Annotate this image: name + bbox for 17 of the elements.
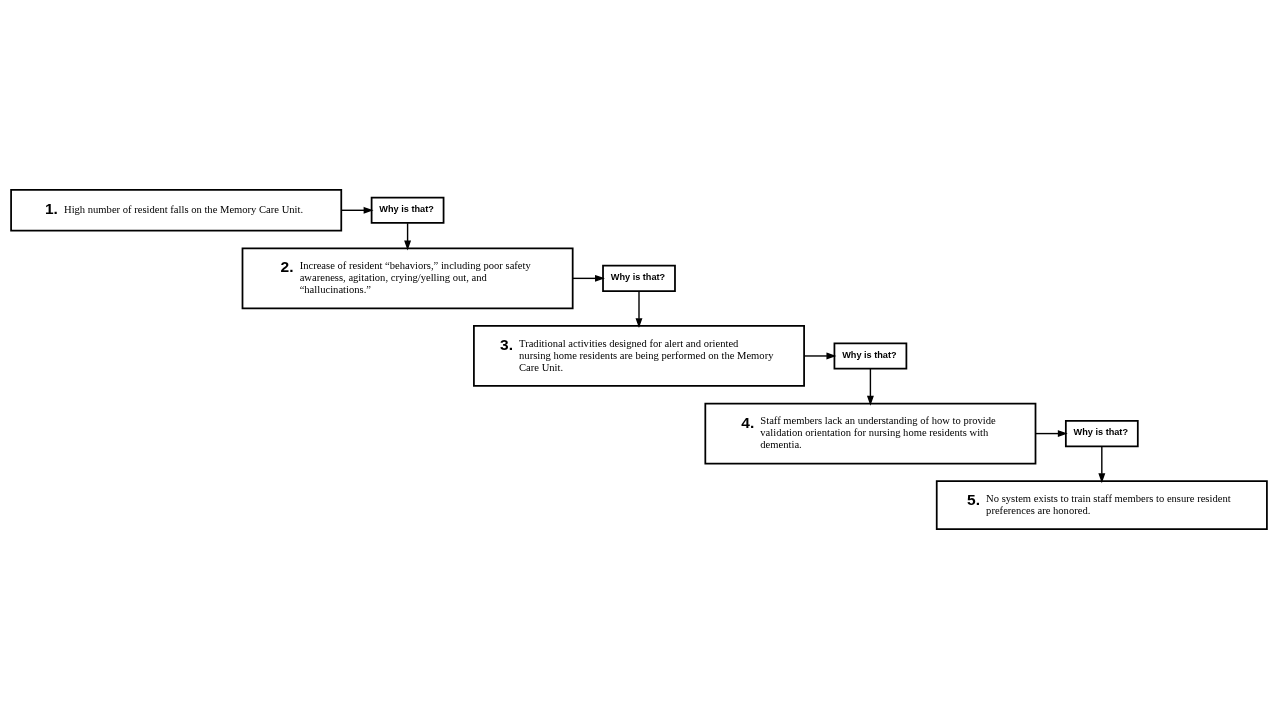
node-box: Why is that? xyxy=(602,264,676,292)
arrow xyxy=(866,368,874,406)
node-box: 3. Traditional activities designed for alert and oriented nursing home residents are being performed on the Memory Care Unit. xyxy=(473,325,805,387)
node-box: 1. High number of resident falls on the Memory Care Unit. xyxy=(10,188,343,232)
node-box: 4. Staff members lack an understanding of how to provide validation orientation for nursing home residents with dementia. xyxy=(704,402,1037,465)
arrow xyxy=(1034,430,1068,438)
arrow xyxy=(1098,445,1106,484)
node-box: Why is that? xyxy=(1064,420,1139,448)
node-box: 5. No system exists to train staff members to ensure resident preferences are honored. xyxy=(935,480,1268,531)
node-box: Why is that? xyxy=(833,342,908,370)
arrow xyxy=(803,352,837,360)
arrow xyxy=(340,206,374,214)
arrow xyxy=(635,290,643,329)
arrow xyxy=(572,274,605,282)
arrow xyxy=(404,222,412,251)
node-box: Why is that? xyxy=(370,196,445,224)
node-box: 2. Increase of resident “behaviors,” including poor safety awareness, agitation, crying/yelling out, and “hallucinations.” xyxy=(241,247,574,310)
